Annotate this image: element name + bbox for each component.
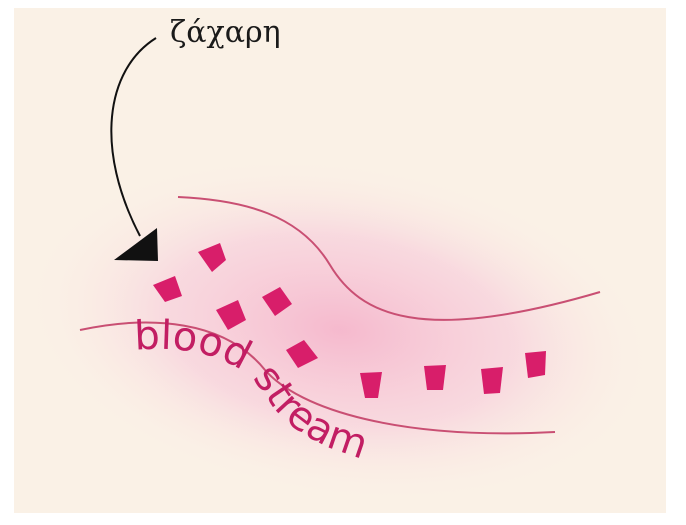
sugar-label: ζάχαρη — [170, 15, 281, 50]
sugar-particle — [481, 367, 503, 394]
vessel-glow — [0, 117, 681, 525]
sugar-particle — [525, 351, 546, 378]
sugar-particle — [424, 365, 446, 390]
